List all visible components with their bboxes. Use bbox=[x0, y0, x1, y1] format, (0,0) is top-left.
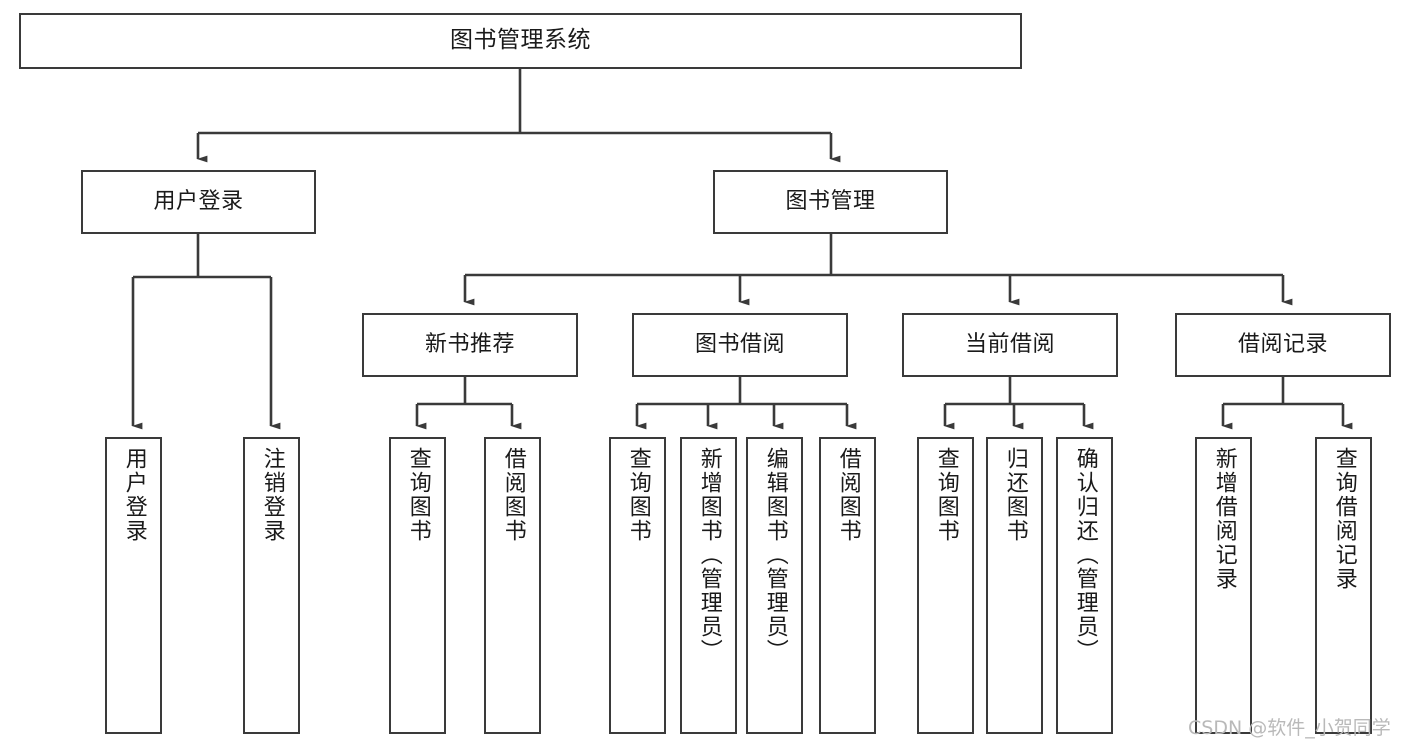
node-label: 注销登录 bbox=[259, 447, 285, 543]
node-book-manage[interactable]: 图书管理 bbox=[713, 170, 948, 234]
node-label: 查询图书 bbox=[625, 447, 651, 543]
node-leaf-borrow-book-2[interactable]: 借阅图书 bbox=[819, 437, 876, 734]
node-leaf-edit-book[interactable]: 编辑图书（管理员） bbox=[746, 437, 803, 734]
node-label: 用户登录 bbox=[121, 447, 147, 543]
node-label: 确认归还（管理员） bbox=[1072, 447, 1098, 663]
node-leaf-return-book[interactable]: 归还图书 bbox=[986, 437, 1043, 734]
node-leaf-add-record[interactable]: 新增借阅记录 bbox=[1195, 437, 1252, 734]
node-root-system[interactable]: 图书管理系统 bbox=[19, 13, 1022, 69]
node-borrow-record[interactable]: 借阅记录 bbox=[1175, 313, 1391, 377]
node-leaf-add-book[interactable]: 新增图书（管理员） bbox=[680, 437, 737, 734]
node-label: 图书管理系统 bbox=[450, 27, 591, 54]
node-label: 查询图书 bbox=[405, 447, 431, 543]
node-label: 新书推荐 bbox=[424, 332, 515, 358]
node-leaf-logout-login[interactable]: 注销登录 bbox=[243, 437, 300, 734]
node-current-borrow[interactable]: 当前借阅 bbox=[902, 313, 1118, 377]
node-book-borrow[interactable]: 图书借阅 bbox=[632, 313, 848, 377]
node-label: 当前借阅 bbox=[964, 332, 1055, 358]
node-label: 借阅图书 bbox=[835, 447, 861, 543]
node-leaf-user-login[interactable]: 用户登录 bbox=[105, 437, 162, 734]
node-leaf-query-book-3[interactable]: 查询图书 bbox=[917, 437, 974, 734]
csdn-watermark: CSDN @软件_小贺同学 bbox=[1188, 717, 1391, 739]
node-label: 新增图书（管理员） bbox=[696, 447, 722, 663]
node-label: 编辑图书（管理员） bbox=[762, 447, 788, 663]
node-label: 图书管理 bbox=[785, 189, 876, 215]
node-leaf-query-book-2[interactable]: 查询图书 bbox=[609, 437, 666, 734]
node-user-login[interactable]: 用户登录 bbox=[81, 170, 316, 234]
node-leaf-borrow-book-1[interactable]: 借阅图书 bbox=[484, 437, 541, 734]
node-leaf-confirm-return[interactable]: 确认归还（管理员） bbox=[1056, 437, 1113, 734]
node-label: 查询图书 bbox=[933, 447, 959, 543]
node-label: 借阅记录 bbox=[1237, 332, 1328, 358]
node-label: 查询借阅记录 bbox=[1331, 447, 1357, 591]
node-new-book-recommend[interactable]: 新书推荐 bbox=[362, 313, 578, 377]
node-leaf-query-book-1[interactable]: 查询图书 bbox=[389, 437, 446, 734]
node-leaf-query-record[interactable]: 查询借阅记录 bbox=[1315, 437, 1372, 734]
node-label: 归还图书 bbox=[1002, 447, 1028, 543]
node-label: 借阅图书 bbox=[500, 447, 526, 543]
node-label: 图书借阅 bbox=[694, 332, 785, 358]
node-label: 用户登录 bbox=[153, 189, 244, 215]
node-label: 新增借阅记录 bbox=[1211, 447, 1237, 591]
